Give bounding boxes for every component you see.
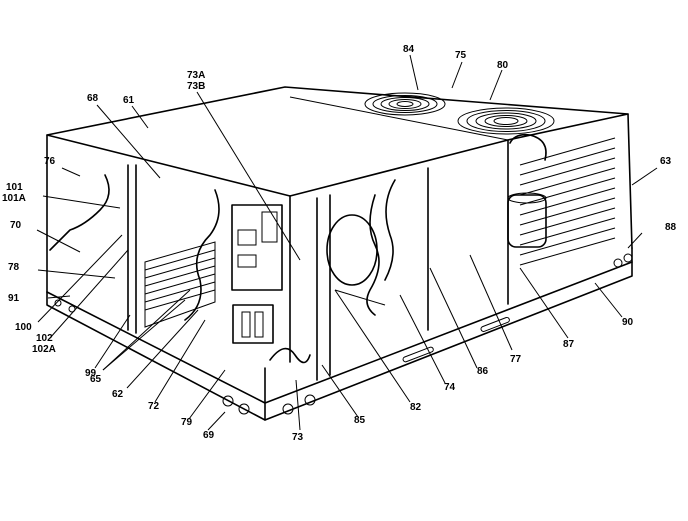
compressor: [507, 133, 547, 248]
callout-63: 63: [660, 156, 672, 167]
callout-102a: 102A: [32, 344, 56, 355]
evaporator-coil: [144, 241, 216, 328]
callout-72: 72: [148, 401, 160, 412]
callout-84: 84: [403, 44, 415, 55]
callout-91: 91: [8, 293, 20, 304]
blower-assembly: [326, 214, 386, 306]
callout-68: 68: [87, 93, 99, 104]
callout-102: 102: [36, 333, 53, 344]
callout-65: 65: [90, 374, 102, 385]
callout-80: 80: [497, 60, 509, 71]
callout-82: 82: [410, 402, 422, 413]
callout-100: 100: [15, 322, 32, 333]
callout-87: 87: [563, 339, 575, 350]
condenser-fan-grille: [364, 92, 555, 135]
leader-lines: [36, 54, 658, 431]
callout-78: 78: [8, 262, 20, 273]
callout-73a: 73A: [187, 70, 206, 81]
condenser-coil: [519, 137, 616, 266]
callout-90: 90: [622, 317, 634, 328]
callout-74: 74: [444, 382, 456, 393]
callout-86: 86: [477, 366, 489, 377]
callout-99: 99: [85, 368, 97, 379]
callout-75: 75: [455, 50, 467, 61]
cutaway-edges: [49, 174, 396, 364]
callout-77: 77: [510, 354, 522, 365]
callout-62: 62: [112, 389, 124, 400]
callout-70: 70: [10, 220, 22, 231]
control-box: [231, 204, 283, 344]
top-panel: [46, 86, 629, 197]
callout-69: 69: [203, 430, 215, 441]
callout-101a: 101A: [2, 193, 26, 204]
callout-101: 101: [6, 182, 23, 193]
callout-76: 76: [44, 156, 56, 167]
callout-88: 88: [665, 222, 677, 233]
callout-61: 61: [123, 95, 135, 106]
base-rail: [54, 253, 633, 415]
callout-73b: 73B: [187, 81, 206, 92]
callout-73: 73: [292, 432, 304, 443]
callout-79: 79: [181, 417, 193, 428]
callout-85: 85: [354, 415, 366, 426]
